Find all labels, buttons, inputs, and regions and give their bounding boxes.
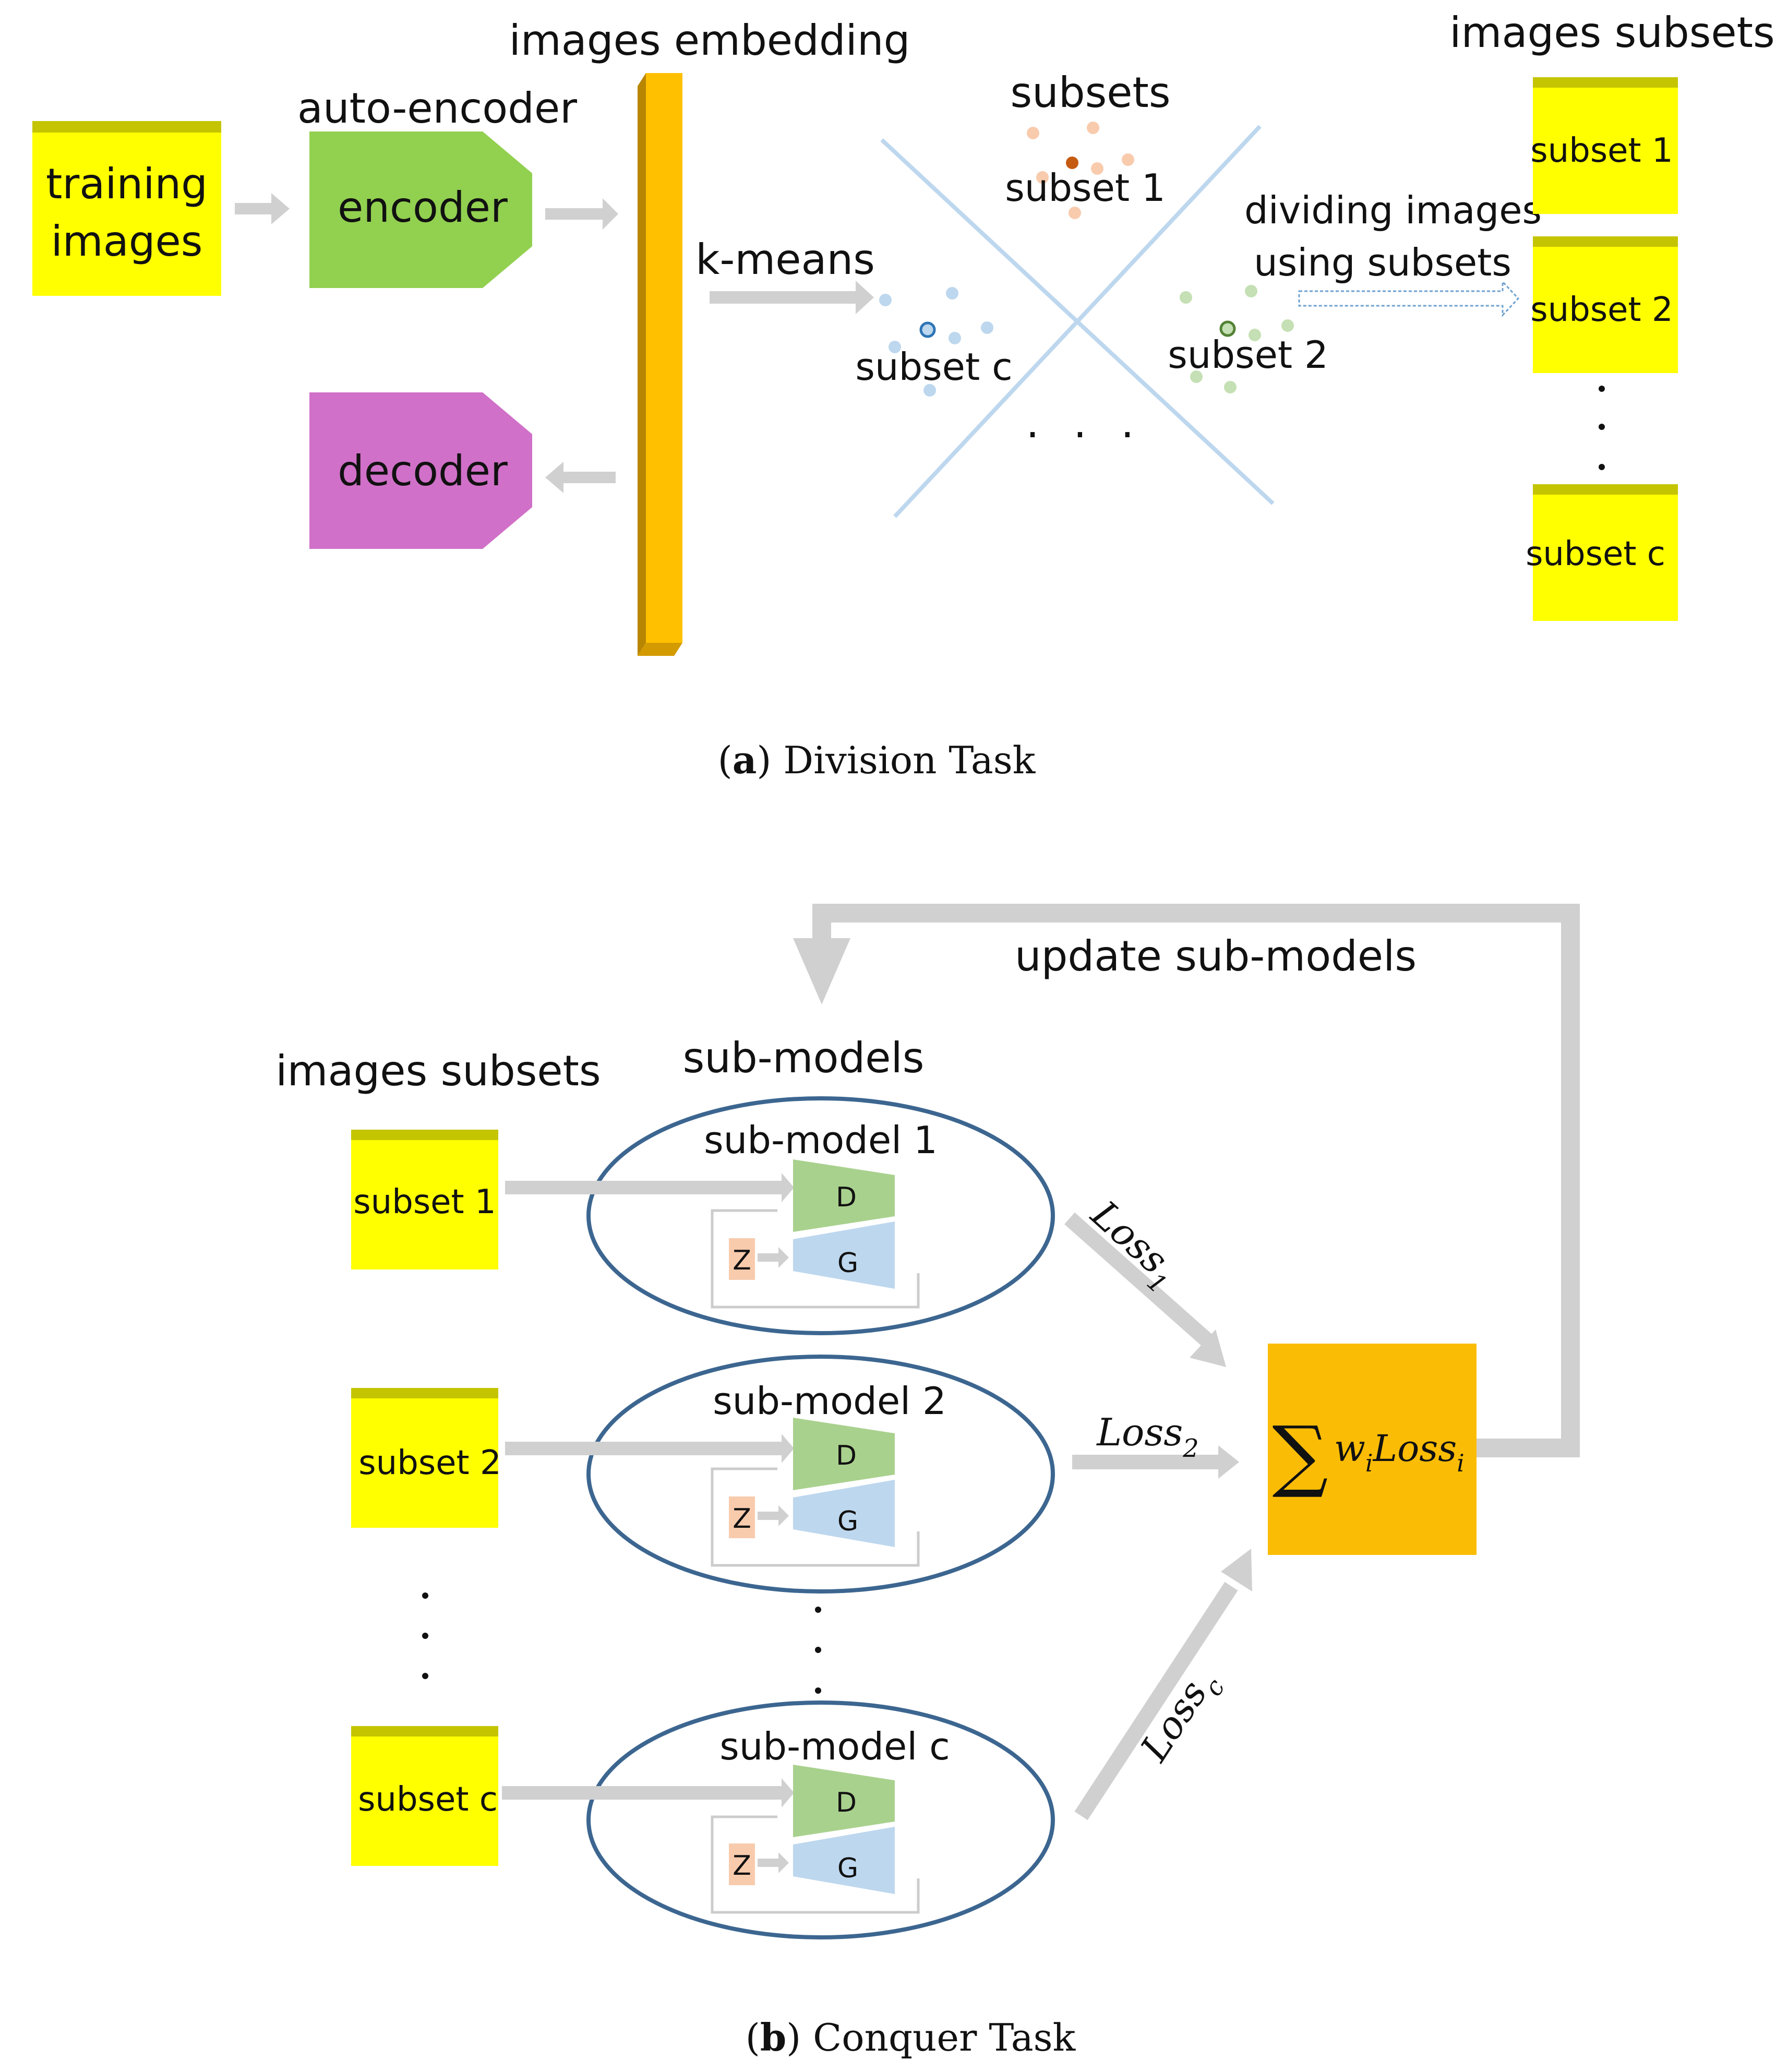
sub-model-1: sub-model 1 D G Z	[505, 1096, 1055, 1335]
sum-symbol: ∑	[1272, 1410, 1328, 1501]
dashed-arrow-dividing	[1298, 280, 1520, 317]
svg-text:subset c: subset c	[358, 1780, 498, 1819]
sub-model-c-g: G	[837, 1853, 858, 1884]
dividing-images-line1: dividing images	[1244, 188, 1542, 232]
sub-model-2-g: G	[837, 1506, 858, 1537]
auto-encoder-label: auto-encoder	[297, 84, 577, 133]
cluster-points-subsetc	[879, 287, 993, 397]
arrow-embedding-to-decoder	[545, 462, 616, 493]
sub-model-c-z: Z	[733, 1850, 751, 1882]
cluster-label-subsetc: subset c	[855, 345, 1012, 389]
svg-text:subset 1: subset 1	[1530, 131, 1673, 170]
caption-a: (a) Division Task	[718, 738, 1036, 782]
sub-model-vertical-dots	[815, 1607, 821, 1694]
feedback-loop-arrow	[793, 904, 1580, 1457]
sub-model-2-label: sub-model 2	[713, 1379, 946, 1423]
subset-note-top-1: subset 1	[1530, 77, 1678, 214]
cluster-ellipsis: . . .	[1026, 399, 1144, 447]
sub-model-2: sub-model 2 D G Z	[505, 1355, 1055, 1594]
subset-note-top-2: subset 2	[1530, 236, 1678, 373]
sub-model-1-g: G	[837, 1248, 858, 1279]
images-embedding-label: images embedding	[509, 16, 910, 65]
svg-text:subset 2: subset 2	[1530, 291, 1673, 329]
loss-label-2: Loss2	[1096, 1410, 1199, 1463]
svg-text:Loss2: Loss2	[1096, 1410, 1199, 1463]
loss-arrow-1	[1064, 1212, 1226, 1367]
loss-arrow-c	[1074, 1549, 1252, 1821]
svg-text:(a) Division Task: (a) Division Task	[718, 738, 1036, 782]
arrow-training-to-encoder	[235, 193, 290, 224]
cluster-points-subset2	[1180, 285, 1294, 393]
weighted-loss-formula: wiLossi	[1334, 1427, 1465, 1477]
training-images-line1: training	[46, 160, 208, 208]
weighted-loss-sum-box: ∑ wiLossi	[1268, 1344, 1477, 1555]
subset-note-top-c: subset c	[1526, 484, 1678, 621]
sub-model-2-d: D	[836, 1440, 857, 1471]
arrow-encoder-to-embedding	[545, 198, 618, 230]
dividing-images-line2: using subsets	[1254, 241, 1511, 284]
caption-b: (b) Conquer Task	[746, 2015, 1076, 2059]
subset-note-bottom-2: subset 2	[351, 1388, 501, 1528]
subset-vertical-dots-top	[1599, 386, 1605, 470]
arrow-k-means	[710, 281, 874, 314]
training-images-note: training images	[32, 121, 221, 296]
decoder-block: decoder	[309, 392, 532, 549]
sub-models-title: sub-models	[683, 1034, 925, 1082]
svg-text:(b) Conquer Task: (b) Conquer Task	[746, 2015, 1076, 2059]
update-sub-models-label: update sub-models	[1015, 932, 1417, 980]
cluster-points-subset1	[1027, 122, 1134, 219]
subset-vertical-dots-bottom	[422, 1592, 428, 1679]
encoder-block: encoder	[309, 131, 532, 288]
subset-note-bottom-c: subset c	[351, 1726, 498, 1866]
cluster-label-subset1: subset 1	[1005, 166, 1166, 210]
subsets-title: subsets	[1010, 68, 1170, 117]
sub-model-2-z: Z	[733, 1503, 751, 1535]
svg-text:subset 1: subset 1	[353, 1183, 496, 1221]
cluster-space	[880, 125, 1275, 518]
sub-model-c-label: sub-model c	[719, 1724, 950, 1768]
sub-model-1-label: sub-model 1	[704, 1118, 938, 1162]
sub-model-1-z: Z	[733, 1245, 751, 1276]
embedding-bar	[638, 73, 682, 656]
images-subsets-title-top: images subsets	[1449, 8, 1774, 57]
sub-model-1-d: D	[836, 1182, 857, 1213]
sub-model-c: sub-model c D G Z	[502, 1700, 1055, 1939]
subset-note-bottom-1: subset 1	[351, 1130, 498, 1269]
images-subsets-title-bottom: images subsets	[275, 1047, 601, 1095]
encoder-label: encoder	[338, 183, 508, 232]
cluster-label-subset2: subset 2	[1168, 333, 1328, 377]
svg-text:subset c: subset c	[1526, 535, 1665, 573]
decoder-label: decoder	[338, 447, 508, 495]
sub-model-c-d: D	[836, 1787, 857, 1818]
k-means-label: k-means	[695, 235, 875, 284]
training-images-line2: images	[51, 217, 203, 266]
loss-arrow-2	[1072, 1445, 1239, 1479]
svg-text:subset 2: subset 2	[358, 1444, 501, 1482]
